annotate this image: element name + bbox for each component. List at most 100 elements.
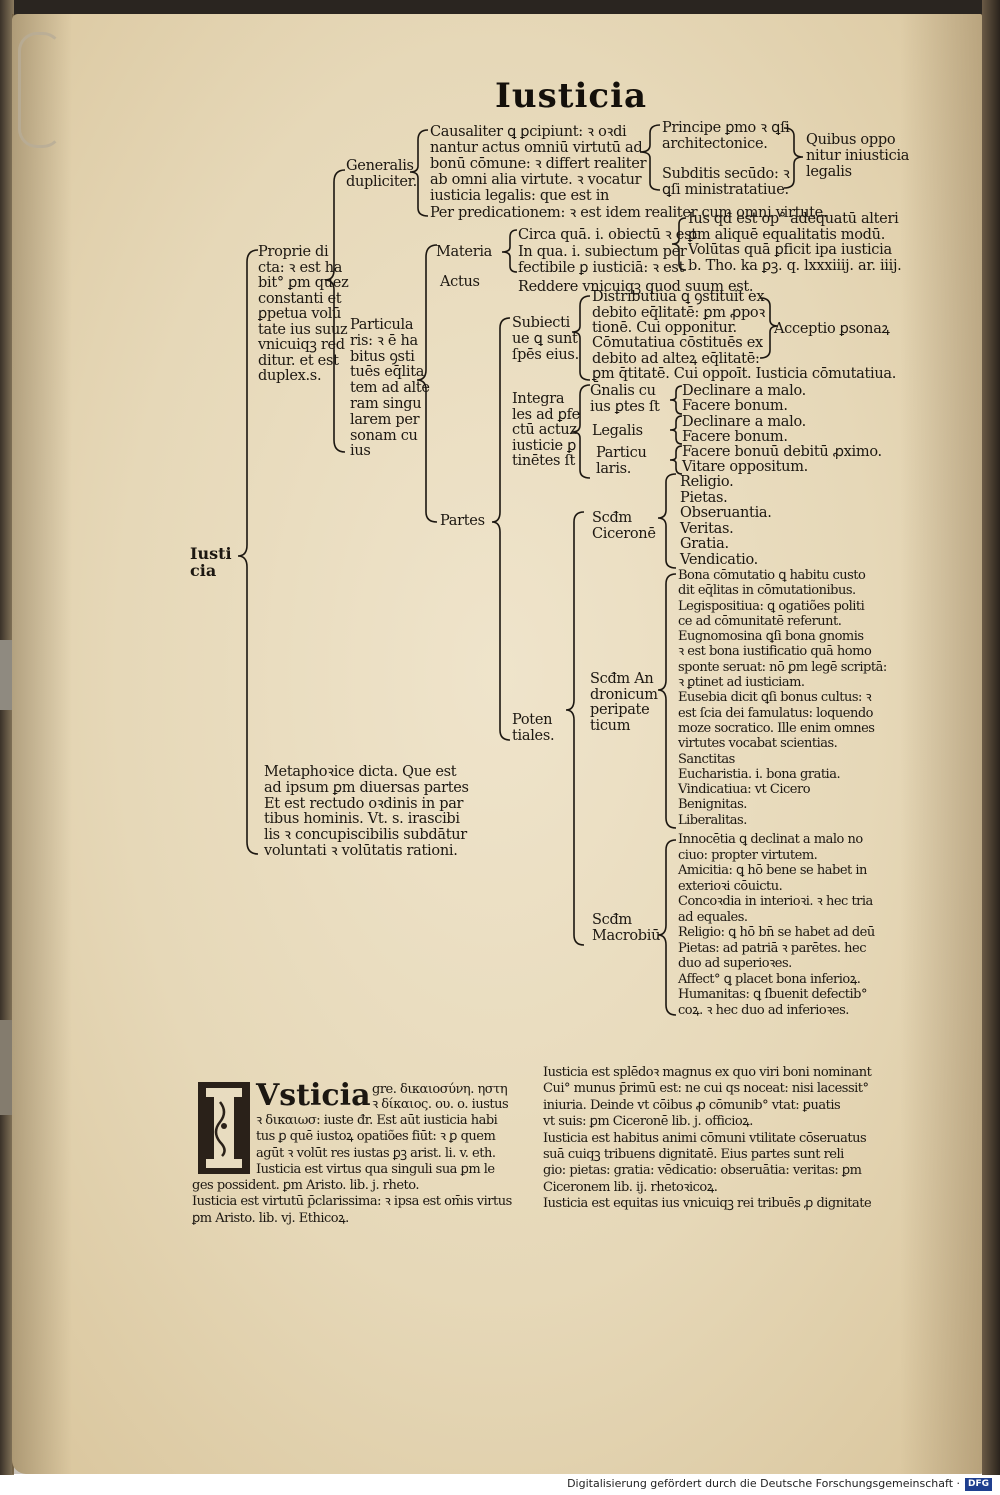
node-ius-voluntas: Ius qđ est op° adequatū alteri ꝑm aliquē… bbox=[688, 211, 902, 274]
ius-line: ꝑm aliquē equalitatis modū. bbox=[688, 226, 886, 243]
particularis-line: tem ad alte bbox=[350, 380, 430, 397]
principe-line: architectonice. bbox=[662, 136, 768, 152]
node-materia: Materia bbox=[436, 244, 493, 260]
definition-line: ges possident. ꝑm Aristo. lib. j. rheto. bbox=[192, 1178, 420, 1193]
page-title: Iusticia bbox=[495, 76, 648, 116]
definition-line: vt suis: ꝑm Ciceronē lib. j. officioꝝ. bbox=[543, 1114, 753, 1130]
greek-line: ꝛ δίκαιος. ου. ο. iustus bbox=[372, 1097, 509, 1112]
integrales-line: iusticie ꝑ bbox=[512, 437, 577, 454]
node-integrales: Integra les ad ꝑfe ctū actuz iusticie ꝑ … bbox=[512, 391, 580, 470]
potentiales-line: tiales. bbox=[512, 728, 555, 744]
proprie-line: vnicuiqꝫ red bbox=[258, 337, 345, 353]
andronicum-item: virtutes vocabat scientias. bbox=[678, 736, 838, 752]
metaphorice-line: tibus hominis. Vt. s. irascibi bbox=[264, 811, 460, 828]
node-macrobium-items: Innocētia ꝗ declinat a malo no ciuo: pro… bbox=[678, 832, 875, 1018]
andronicum-item: Benignitas. bbox=[678, 797, 747, 813]
particularis-line: ris: ꝛ ē ha bbox=[350, 332, 418, 349]
node-secundum-macrobium: Scđm Macrobiū bbox=[592, 912, 660, 944]
principe-line: Principe ꝑmo ꝛ ꝗſi bbox=[662, 120, 790, 136]
declinare-line: Declinare a malo. bbox=[682, 413, 806, 430]
definition-line: gio: pietas: gratia: vēdicatio: obseruāt… bbox=[543, 1163, 862, 1179]
page-tab-marker bbox=[0, 640, 12, 710]
andronicum-line: dronicum bbox=[590, 686, 658, 703]
node-subditis: Subditis secūdo: ꝛ ꝗſi ministratatiue. bbox=[662, 166, 790, 198]
integrales-line: ctū actuz bbox=[512, 422, 577, 438]
definition-line: Iusticia est habitus animi cōmuni vtilit… bbox=[543, 1130, 867, 1146]
paper-clip-mark bbox=[18, 32, 62, 148]
andronicum-line: ticum bbox=[590, 717, 631, 734]
node-reddere: Reddere vnicuiqꝫ quod suum est. bbox=[518, 279, 754, 295]
facere-debitum-line: Facere bonuū debitū ꝓximo. bbox=[682, 444, 882, 461]
cicerone-line: Scđm bbox=[592, 510, 632, 526]
cicerone-item: Veritas. bbox=[680, 520, 734, 537]
definition-line: Iusticia est virtus qua singuli sua ꝑm l… bbox=[256, 1161, 495, 1177]
voluntas-line: b. Tho. ka ꝑꝫ. q. lxxxiiij. ar. iiij. bbox=[688, 257, 902, 274]
integrales-line: les ad ꝑfe bbox=[512, 406, 580, 423]
particularis-line: tuēs eq̄lita bbox=[350, 364, 425, 381]
node-cicerone-items: Religio. Pietas. Obseruantia. Veritas. G… bbox=[680, 474, 772, 568]
facere-line: Facere bonum. bbox=[682, 398, 788, 415]
particularis-line: bitus ꝯsti bbox=[350, 348, 415, 365]
metaphorice-line: voluntati ꝛ volūtatis rationi. bbox=[264, 842, 458, 859]
cicerone-item: Religio. bbox=[680, 474, 734, 490]
definitions-left-column: ꝛ δικαιωσ: iuste đr. Est aūt iusticia ha… bbox=[256, 1113, 498, 1178]
node-secundum-andronicum: Scđm An dronicum peripate ticum bbox=[590, 671, 658, 734]
andronicum-item: ce ad cōmunitatē referunt. bbox=[678, 613, 842, 629]
macrobium-item: Amicitia: ꝗ hō bene se habet in bbox=[678, 863, 867, 878]
andronicum-item: moze socratico. Ille enim omnes bbox=[678, 720, 875, 736]
node-metaphorice: Metaphoꝛice dicta. Que est ad ipsum ꝑm d… bbox=[264, 764, 469, 860]
macrobium-item: ad equales. bbox=[678, 909, 748, 925]
definition-line: Cui° munus p̄rimū est: ne cui qs noceat:… bbox=[543, 1081, 869, 1097]
definition-line: ꝛ δικαιωσ: iuste đr. Est aūt iusticia ha… bbox=[256, 1113, 498, 1128]
generalis-line: dupliciter. bbox=[346, 174, 417, 190]
generalis-line: Generalis bbox=[346, 158, 414, 174]
cicerone-item: Pietas. bbox=[680, 489, 728, 506]
cicerone-line: Ciceronē bbox=[592, 526, 656, 542]
node-actus: Actus bbox=[440, 274, 480, 290]
andronicum-item: dit eq̄litas in cōmutationibus. bbox=[678, 583, 856, 599]
macrobium-line: Scđm bbox=[592, 912, 632, 928]
node-in-qua: In qua. i. subiectum per fectibile ꝑ ius… bbox=[518, 244, 687, 276]
metaphorice-line: Metaphoꝛice dicta. Que est bbox=[264, 764, 457, 780]
integrales-line: Integra bbox=[512, 391, 565, 407]
node-legalis: Legalis bbox=[592, 423, 643, 439]
proprie-line: ꝑpetua volū bbox=[258, 306, 342, 322]
node-causaliter: Causaliter ꝗ ꝑcipiunt: ꝛ oꝛdi nantur act… bbox=[430, 124, 647, 204]
andronicum-item: Liberalitas. bbox=[678, 812, 747, 828]
causaliter-line: Causaliter ꝗ ꝑcipiunt: ꝛ oꝛdi bbox=[430, 124, 627, 140]
macrobium-item: coꝝ. ꝛ hec duo ad inferioꝛes. bbox=[678, 1002, 849, 1018]
macrobium-item: exterioꝛi cōuictu. bbox=[678, 878, 783, 894]
andronicum-item: ꝛ ꝑtinet ad iusticiam. bbox=[678, 675, 805, 691]
node-particularis-small: Particu laris. bbox=[596, 445, 647, 477]
greek-etymology: gre. δικαιοσύνη. ηστη ꝛ δίκαιος. ου. ο. … bbox=[372, 1082, 509, 1112]
causaliter-line: bonū cōmune: ꝛ differt realiter bbox=[430, 156, 647, 172]
macrobium-item: Pietas: ad patriā ꝛ parētes. hec bbox=[678, 940, 866, 956]
proprie-line: bit° ꝑm quez bbox=[258, 275, 349, 291]
andronicum-item: Sanctitas bbox=[678, 751, 735, 767]
facere-line: Facere bonum. bbox=[682, 428, 788, 445]
decorated-initial-i bbox=[198, 1082, 250, 1174]
macrobium-item: ciuo: propter virtutem. bbox=[678, 847, 818, 863]
commutatiua-line: Cōmutatiua cōstituēs ex bbox=[592, 335, 763, 351]
in-qua-line: In qua. i. subiectum per bbox=[518, 244, 687, 260]
macrobium-item: Religio: ꝗ hō bn̄ se habet ad deū bbox=[678, 925, 875, 940]
definition-line: agūt ꝛ volūt res iustas ꝑꝫ arist. li. v.… bbox=[256, 1145, 496, 1161]
macrobium-item: Innocētia ꝗ declinat a malo no bbox=[678, 832, 863, 847]
metaphorice-line: ad ipsum ꝑm diuersas partes bbox=[264, 779, 469, 796]
generalis-cuius-line: ius ꝑtes ſt bbox=[590, 398, 660, 415]
quibus-line: nitur iniusticia bbox=[806, 148, 910, 164]
node-secundum-ciceronem: Scđm Ciceronē bbox=[592, 510, 656, 542]
macrobium-item: Affect° ꝗ placet bona inferioꝝ. bbox=[678, 971, 861, 987]
commutatiua-line: ꝑm q̄titatē. Cui oppoīt. Iusticia cōmuta… bbox=[592, 366, 897, 382]
distributiua-line: debito eq̄litatē: ꝑm ꝓpoꝛ bbox=[592, 304, 765, 321]
integrales-line: tinētes ſt bbox=[512, 453, 576, 469]
gutter-shadow bbox=[12, 14, 72, 1474]
root-line-1: Iusti bbox=[190, 544, 232, 563]
particularis-line: larem per bbox=[350, 411, 420, 428]
metaphorice-line: Et est rectudo oꝛdinis in par bbox=[264, 795, 464, 812]
andronicum-item: ꝛ est bona iustificatio quā homo bbox=[678, 644, 872, 660]
page-tab-marker-2 bbox=[0, 1020, 12, 1115]
particularis2-line: Particu bbox=[596, 445, 647, 461]
andronicum-item: sponte seruat: nō ꝑm legē scriptā: bbox=[678, 659, 887, 675]
